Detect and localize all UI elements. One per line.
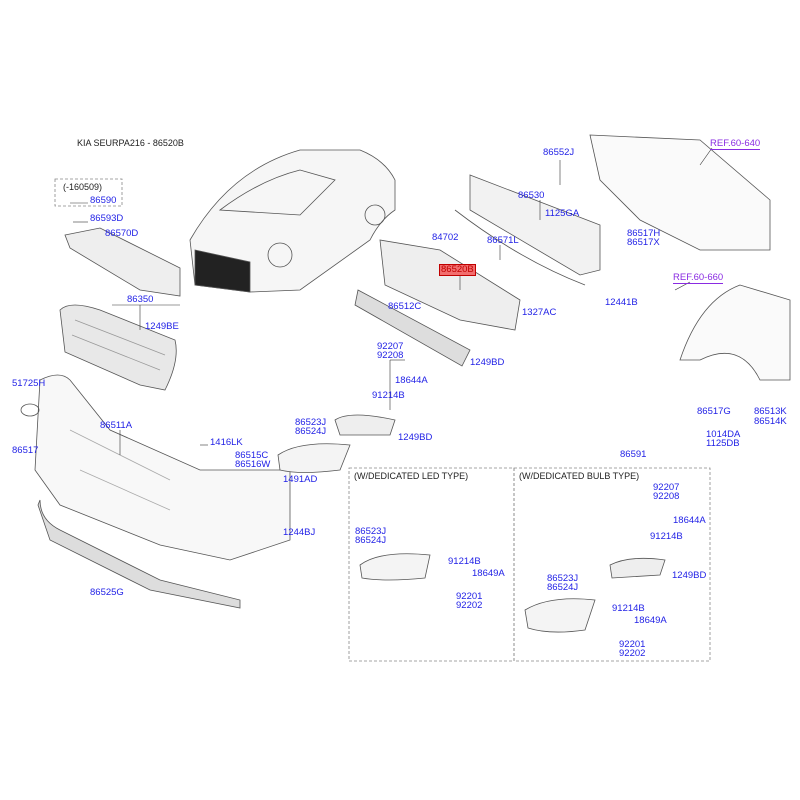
bulb-part-91214B-upper[interactable]: 91214B (650, 531, 683, 542)
led-part-91214B[interactable]: 91214B (448, 556, 481, 567)
led-part-86524J[interactable]: 86524J (355, 535, 387, 546)
date-note: (-160509) (63, 182, 103, 192)
part-86570D[interactable]: 86570D (105, 228, 139, 239)
section-led-title: (W/DEDICATED LED TYPE) (354, 471, 469, 481)
bulb-part-18649A[interactable]: 18649A (634, 615, 667, 626)
part-86516W[interactable]: 86516W (235, 459, 271, 470)
bulb-part-86524J[interactable]: 86524J (547, 582, 579, 593)
led-part-92202[interactable]: 92202 (456, 600, 483, 611)
bulb-part-86523J[interactable]: 86523J (547, 573, 579, 584)
part-86512C[interactable]: 86512C (388, 301, 422, 312)
led-part-86523J[interactable]: 86523J (355, 526, 387, 537)
bulb-part-92208[interactable]: 92208 (653, 491, 680, 502)
part-1327AC[interactable]: 1327AC (522, 307, 557, 318)
part-86517H[interactable]: 86517H (627, 228, 661, 239)
part-86517X[interactable]: 86517X (627, 237, 660, 248)
part-86514K[interactable]: 86514K (754, 416, 787, 427)
part-86513K[interactable]: 86513K (754, 406, 787, 417)
part-92207[interactable]: 92207 (377, 341, 404, 352)
section-bulb-title: (W/DEDICATED BULB TYPE) (519, 471, 640, 481)
part-84702[interactable]: 84702 (432, 232, 459, 243)
bulb-part-92201[interactable]: 92201 (619, 639, 646, 650)
part-86523J[interactable]: 86523J (295, 417, 327, 428)
part-1249BE[interactable]: 1249BE (145, 321, 179, 332)
bulb-part-1249BD[interactable]: 1249BD (672, 570, 707, 581)
part-1249BD[interactable]: 1249BD (398, 432, 433, 443)
part-92208[interactable]: 92208 (377, 350, 404, 361)
part-1125GA[interactable]: 1125GA (545, 208, 580, 219)
part-86515C[interactable]: 86515C (235, 450, 269, 461)
part-86593D[interactable]: 86593D (90, 213, 124, 224)
part-91214B[interactable]: 91214B (372, 390, 405, 401)
ref-60-660-link[interactable]: REF.60-660 (673, 272, 724, 284)
part-86350[interactable]: 86350 (127, 294, 154, 305)
part-1416LK[interactable]: 1416LK (210, 437, 243, 448)
led-part-92201[interactable]: 92201 (456, 591, 483, 602)
part-86525G[interactable]: 86525G (90, 587, 124, 598)
bulb-part-91214B-lower[interactable]: 91214B (612, 603, 645, 614)
part-18644A[interactable]: 18644A (395, 375, 428, 386)
part-1249BD[interactable]: 1249BD (470, 357, 505, 368)
part-86571L[interactable]: 86571L (487, 235, 519, 246)
part-86517[interactable]: 86517 (12, 445, 39, 456)
part-86590[interactable]: 86590 (90, 195, 117, 206)
part-1244BJ[interactable]: 1244BJ (283, 527, 316, 538)
part-1125DB[interactable]: 1125DB (706, 438, 740, 449)
ref-60-640-link[interactable]: REF.60-640 (710, 138, 761, 150)
bulb-part-18644A[interactable]: 18644A (673, 515, 706, 526)
part-86524J[interactable]: 86524J (295, 426, 327, 437)
part-86552J[interactable]: 86552J (543, 147, 575, 158)
part-86520B-highlighted[interactable]: 86520B (439, 264, 476, 276)
part-51725H[interactable]: 51725H (12, 378, 46, 389)
part-1014DA[interactable]: 1014DA (706, 429, 741, 440)
part-1491AD[interactable]: 1491AD (283, 474, 318, 485)
part-86517G[interactable]: 86517G (697, 406, 731, 417)
part-86591[interactable]: 86591 (620, 449, 647, 460)
diagram-title: KIA SEURPA216 - 86520B (77, 138, 184, 148)
led-part-18649A[interactable]: 18649A (472, 568, 505, 579)
bulb-part-92207[interactable]: 92207 (653, 482, 680, 493)
part-12441B[interactable]: 12441B (605, 297, 638, 308)
part-86511A[interactable]: 86511A (100, 420, 133, 431)
bulb-part-92202[interactable]: 92202 (619, 648, 646, 659)
car-illustration (189, 149, 396, 293)
part-86530[interactable]: 86530 (518, 190, 545, 201)
